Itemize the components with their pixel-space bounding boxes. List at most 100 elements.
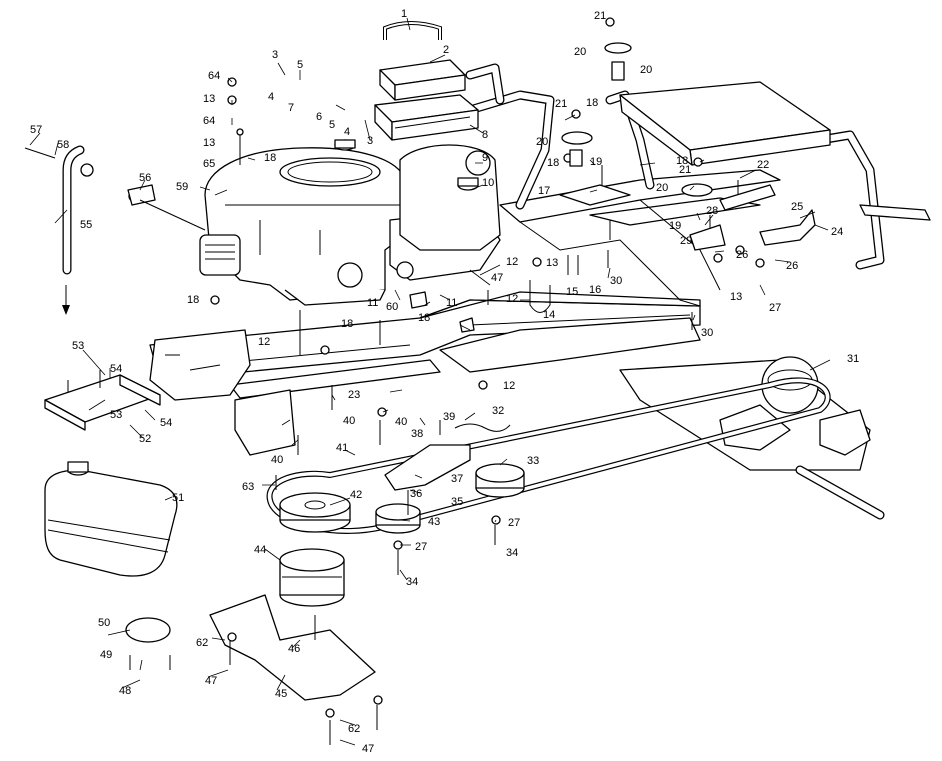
callout-21: 21 xyxy=(555,98,567,110)
callout-21: 21 xyxy=(679,164,691,176)
callout-59: 59 xyxy=(176,181,188,193)
callout-11: 11 xyxy=(367,297,378,309)
callout-18: 18 xyxy=(187,294,199,306)
callout-23: 23 xyxy=(348,389,360,401)
callout-34: 34 xyxy=(406,576,418,588)
callout-50: 50 xyxy=(98,617,110,629)
callout-30: 30 xyxy=(610,275,622,287)
callout-12: 12 xyxy=(503,380,515,392)
callout-12: 12 xyxy=(506,293,518,305)
callout-14: 14 xyxy=(543,309,555,321)
callout-24: 24 xyxy=(831,226,843,238)
callout-63: 63 xyxy=(242,481,254,493)
transaxle xyxy=(619,356,885,520)
idler-arm-38 xyxy=(384,423,511,491)
air-cleaner-assembly xyxy=(374,21,491,176)
callout-6: 6 xyxy=(316,111,322,123)
rear-seat-pan xyxy=(619,81,931,221)
callout-47: 47 xyxy=(491,272,503,284)
callout-51: 51 xyxy=(172,492,184,504)
callout-60: 60 xyxy=(386,301,398,313)
callout-55: 55 xyxy=(80,219,92,231)
callout-9: 9 xyxy=(482,152,488,164)
callout-28: 28 xyxy=(706,205,718,217)
callout-10: 10 xyxy=(482,177,494,189)
callout-20: 20 xyxy=(640,64,652,76)
callout-5: 5 xyxy=(329,119,335,131)
callout-27: 27 xyxy=(415,541,427,553)
callout-17: 17 xyxy=(538,185,550,197)
callout-18: 18 xyxy=(341,318,353,330)
callout-13: 13 xyxy=(730,291,742,303)
callout-labels: 1 2 3 3 4 4 5 5 6 7 8 9 10 11 11 12 12 1… xyxy=(30,8,859,755)
callout-35: 35 xyxy=(451,496,463,508)
callout-16: 16 xyxy=(589,284,601,296)
callout-26: 26 xyxy=(786,260,798,272)
callout-18: 18 xyxy=(418,312,430,324)
callout-13: 13 xyxy=(546,257,558,269)
callout-30: 30 xyxy=(701,327,713,339)
callout-49: 49 xyxy=(100,649,112,661)
engine-mount-bracket xyxy=(149,329,296,456)
heat-shield xyxy=(125,617,171,643)
callout-20: 20 xyxy=(656,182,668,194)
callout-20: 20 xyxy=(536,136,548,148)
callout-64: 64 xyxy=(203,115,215,127)
engine xyxy=(199,139,501,306)
callout-52: 52 xyxy=(139,433,151,445)
callout-54: 54 xyxy=(110,363,122,375)
callout-19: 19 xyxy=(590,156,602,168)
callout-56: 56 xyxy=(139,172,151,184)
callout-18: 18 xyxy=(676,155,688,167)
callout-27: 27 xyxy=(508,517,520,529)
callout-19: 19 xyxy=(669,220,681,232)
callout-53: 53 xyxy=(110,409,122,421)
callout-42: 42 xyxy=(350,489,362,501)
callout-36: 36 xyxy=(410,488,422,500)
callout-13: 13 xyxy=(203,93,215,105)
callout-40: 40 xyxy=(343,415,355,427)
callout-4: 4 xyxy=(268,91,274,103)
callout-27: 27 xyxy=(769,302,781,314)
callout-32: 32 xyxy=(492,405,504,417)
callout-65: 65 xyxy=(203,158,215,170)
chassis-frame xyxy=(149,169,781,399)
callout-37: 37 xyxy=(451,473,463,485)
callout-4: 4 xyxy=(344,126,350,138)
callout-45: 45 xyxy=(275,688,287,700)
callout-46: 46 xyxy=(288,643,300,655)
idler-pulley-33 xyxy=(475,463,525,498)
callout-26: 26 xyxy=(736,249,748,261)
callout-43: 43 xyxy=(428,516,440,528)
callout-48: 48 xyxy=(119,685,131,697)
double-pulley-44 xyxy=(279,548,345,607)
callout-40: 40 xyxy=(271,454,283,466)
leader-lines xyxy=(29,17,831,746)
callout-44: 44 xyxy=(254,544,266,556)
callout-54: 54 xyxy=(160,417,172,429)
callout-18: 18 xyxy=(547,157,559,169)
callout-18: 18 xyxy=(586,97,598,109)
callout-57: 57 xyxy=(30,124,42,136)
callout-1: 1 xyxy=(401,8,407,20)
callout-8: 8 xyxy=(482,129,488,141)
callout-41: 41 xyxy=(336,442,348,454)
callout-12: 12 xyxy=(258,336,270,348)
callout-3: 3 xyxy=(272,49,278,61)
callout-13: 13 xyxy=(203,137,215,149)
callout-21: 21 xyxy=(594,10,606,22)
muffler xyxy=(44,461,178,577)
muffler-bracket xyxy=(44,374,161,431)
callout-3: 3 xyxy=(367,135,373,147)
callout-15: 15 xyxy=(566,286,578,298)
callout-22: 22 xyxy=(757,159,769,171)
callout-47: 47 xyxy=(205,675,217,687)
callout-18: 18 xyxy=(264,152,276,164)
callout-7: 7 xyxy=(288,102,294,114)
callout-64: 64 xyxy=(208,70,220,82)
callout-11: 11 xyxy=(446,297,457,309)
callout-53: 53 xyxy=(72,340,84,352)
callout-20: 20 xyxy=(574,46,586,58)
idler-pulley-43 xyxy=(375,503,421,534)
